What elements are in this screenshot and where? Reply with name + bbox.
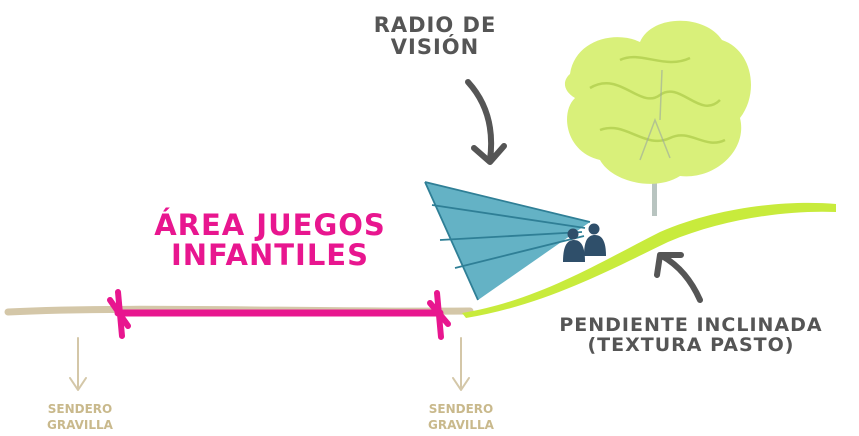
tree-canopy — [564, 20, 752, 184]
slope-label: PENDIENTE INCLINADA (TEXTURA PASTO) — [528, 314, 854, 356]
play-area-label: ÁREA JUEGOS INFANTILES — [125, 210, 415, 271]
tree-trunk — [652, 168, 657, 216]
vision-arrow — [465, 79, 507, 165]
slope-label-line1: PENDIENTE INCLINADA — [559, 314, 823, 336]
vision-cone — [424, 181, 591, 301]
vision-radius-label-line2: VISIÓN — [390, 35, 480, 60]
play-area-label-line1: ÁREA JUEGOS — [154, 208, 386, 242]
grass-slope — [462, 202, 836, 318]
vision-radius-label: RADIO DE VISIÓN — [360, 14, 510, 58]
gravel-path-label-left-line2: GRAVILLA — [47, 417, 113, 432]
gravel-path-label-right: SENDERO GRAVILLA — [411, 402, 511, 433]
gravel-path-label-left-line1: SENDERO — [47, 402, 113, 416]
gravel-arrow-right — [452, 337, 470, 391]
slope-label-line2: (TEXTURA PASTO) — [587, 333, 795, 356]
play-area-dimension-line — [107, 289, 451, 340]
gravel-arrow-left — [69, 337, 87, 391]
gravel-path-label-right-line1: SENDERO — [428, 402, 494, 416]
slope-arrow — [654, 252, 703, 303]
play-area-label-line2: INFANTILES — [170, 238, 369, 273]
vision-radius-label-line1: RADIO DE — [373, 13, 497, 37]
gravel-path-label-left: SENDERO GRAVILLA — [30, 402, 130, 433]
gravel-path-label-right-line2: GRAVILLA — [428, 417, 494, 432]
people-icon — [563, 223, 606, 262]
